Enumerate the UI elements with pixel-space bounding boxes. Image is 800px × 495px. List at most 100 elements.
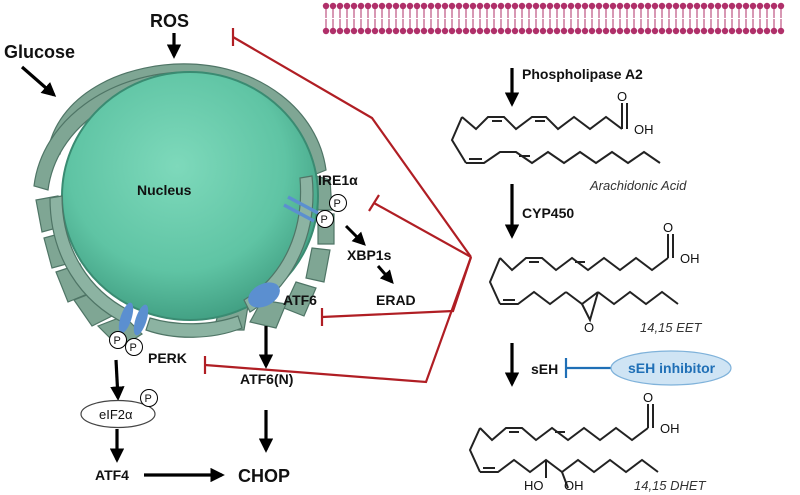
lipid-head [518,2,526,10]
eet-inhibits-atf6-line [321,256,473,319]
lipid-head [371,27,379,35]
lipid-head [511,2,519,10]
atf6n-label: ATF6(N) [240,371,293,387]
lipid-head [462,27,470,35]
lipid-head [336,27,344,35]
lipid-head [630,27,638,35]
lipid-head [378,27,386,35]
lipid-head [399,2,407,10]
lipid-head [735,27,743,35]
lipid-head [399,27,407,35]
lipid-head [686,2,694,10]
lipid-head [532,2,540,10]
lipid-head [483,27,491,35]
lipid-head [581,2,589,10]
perk-phospho-icons: P P [109,331,143,356]
lipid-head [777,2,785,10]
lipid-head [329,2,337,10]
phospho-icon [140,389,158,407]
lipid-head [420,2,428,10]
lipid-head [588,27,596,35]
lipid-head [322,27,330,35]
phospho-icon [316,210,334,228]
lipid-head [714,2,722,10]
lipid-head [707,2,715,10]
lipid-head [392,27,400,35]
perk-receptor [118,302,149,336]
lipid-head [651,27,659,35]
xbp1s-label: XBP1s [347,247,392,263]
lipid-head [651,2,659,10]
lipid-head [413,2,421,10]
phospho-label: P [145,393,152,405]
ire1-inhibition-bar [368,194,380,212]
lipid-head [567,27,575,35]
ros-label: ROS [150,11,189,31]
aa-label: Arachidonic Acid [589,178,687,193]
inhibition-lines [203,28,473,384]
perk-label: PERK [148,350,187,366]
lipid-head [539,27,547,35]
pla2-label: Phospholipase A2 [522,66,643,82]
lipid-head [742,27,750,35]
lipid-head [560,2,568,10]
lipid-head [679,2,687,10]
lipid-head [406,27,414,35]
perk-to-eif2a-arrow [110,359,125,401]
arachidonic-acid-structure [450,103,661,165]
lipid-head [371,2,379,10]
lipid-head [637,27,645,35]
eet-epoxide-oxygen: O [584,320,594,335]
eif2a-label: eIF2α [99,407,133,422]
ire1-phospho-icons: P P [316,194,347,228]
lipid-head [770,2,778,10]
lipid-head [448,2,456,10]
lipid-head [616,27,624,35]
seh-label: sEH [531,361,558,377]
erad-label: ERAD [376,292,416,308]
lipid-head [378,2,386,10]
lipid-head [567,2,575,10]
ire1-to-xbp1s-arrow [344,224,366,246]
lipid-head [364,2,372,10]
lipid-head [553,27,561,35]
lipid-head [343,2,351,10]
lipid-head [602,27,610,35]
glucose-arrow [20,65,57,97]
lipid-head [609,2,617,10]
lipid-head [448,27,456,35]
eet-structure [488,234,679,323]
lipid-head [392,2,400,10]
lipid-head [630,2,638,10]
lipid-head [385,27,393,35]
lipid-head [462,2,470,10]
lipid-head [749,27,757,35]
lipid-head [560,27,568,35]
lipid-head [756,27,764,35]
seh-inhibitor-label: sEH inhibitor [628,360,716,376]
dhet-oxygen: O [643,390,653,405]
lipid-head [455,2,463,10]
dhet-structure [468,404,659,489]
lipid-head [504,27,512,35]
lipid-head [588,2,596,10]
lipid-head [525,2,533,10]
lipid-head [609,27,617,35]
lipid-head [406,2,414,10]
dhet-hydroxyl-left: HO [524,478,544,493]
lipid-head [532,27,540,35]
lipid-head [490,2,498,10]
lipid-head [385,2,393,10]
eet-inhibits-ire1-line [373,202,472,258]
lipid-head [777,27,785,35]
lipid-head [434,27,442,35]
lipid-head [665,27,673,35]
xbp1s-to-erad-arrow [376,265,394,285]
lipid-head [707,27,715,35]
lipid-head [756,2,764,10]
lipid-head [595,2,603,10]
lipid-head [357,2,365,10]
lipid-head [364,27,372,35]
lipid-head [658,2,666,10]
